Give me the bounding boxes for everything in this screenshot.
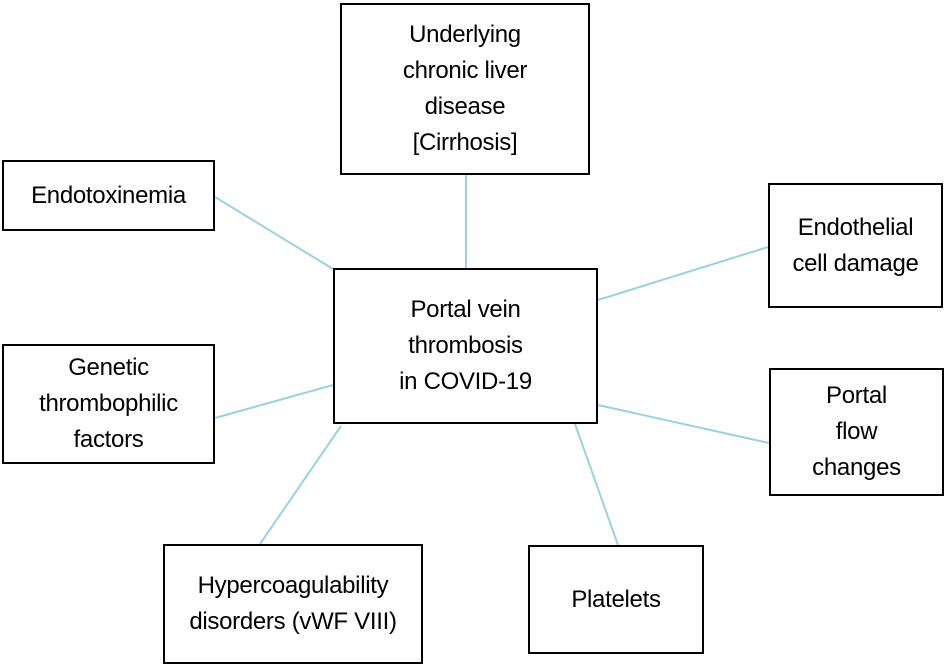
connector-center-to-portal-flow xyxy=(597,404,770,444)
node-platelets: Platelets xyxy=(528,545,704,654)
node-portal-flow-changes: Portal flow changes xyxy=(769,368,944,496)
connector-center-to-hypercoagulability xyxy=(259,425,342,545)
node-underlying-chronic-liver-disease: Underlying chronic liver disease [Cirrho… xyxy=(340,3,590,175)
node-genetic-thrombophilic-factors: Genetic thrombophilic factors xyxy=(2,344,215,464)
node-hypercoagulability-disorders: Hypercoagulability disorders (vWF VIII) xyxy=(163,544,423,664)
node-portal-vein-thrombosis-center: Portal vein thrombosis in COVID-19 xyxy=(333,268,598,424)
connector-endotoxinemia-to-center xyxy=(214,196,334,270)
node-endothelial-cell-damage: Endothelial cell damage xyxy=(768,183,943,308)
connector-genetic-to-center xyxy=(214,384,334,419)
connector-center-to-platelets xyxy=(574,423,619,546)
connector-center-to-endothelial xyxy=(597,246,769,301)
node-endotoxinemia: Endotoxinemia xyxy=(2,160,215,231)
